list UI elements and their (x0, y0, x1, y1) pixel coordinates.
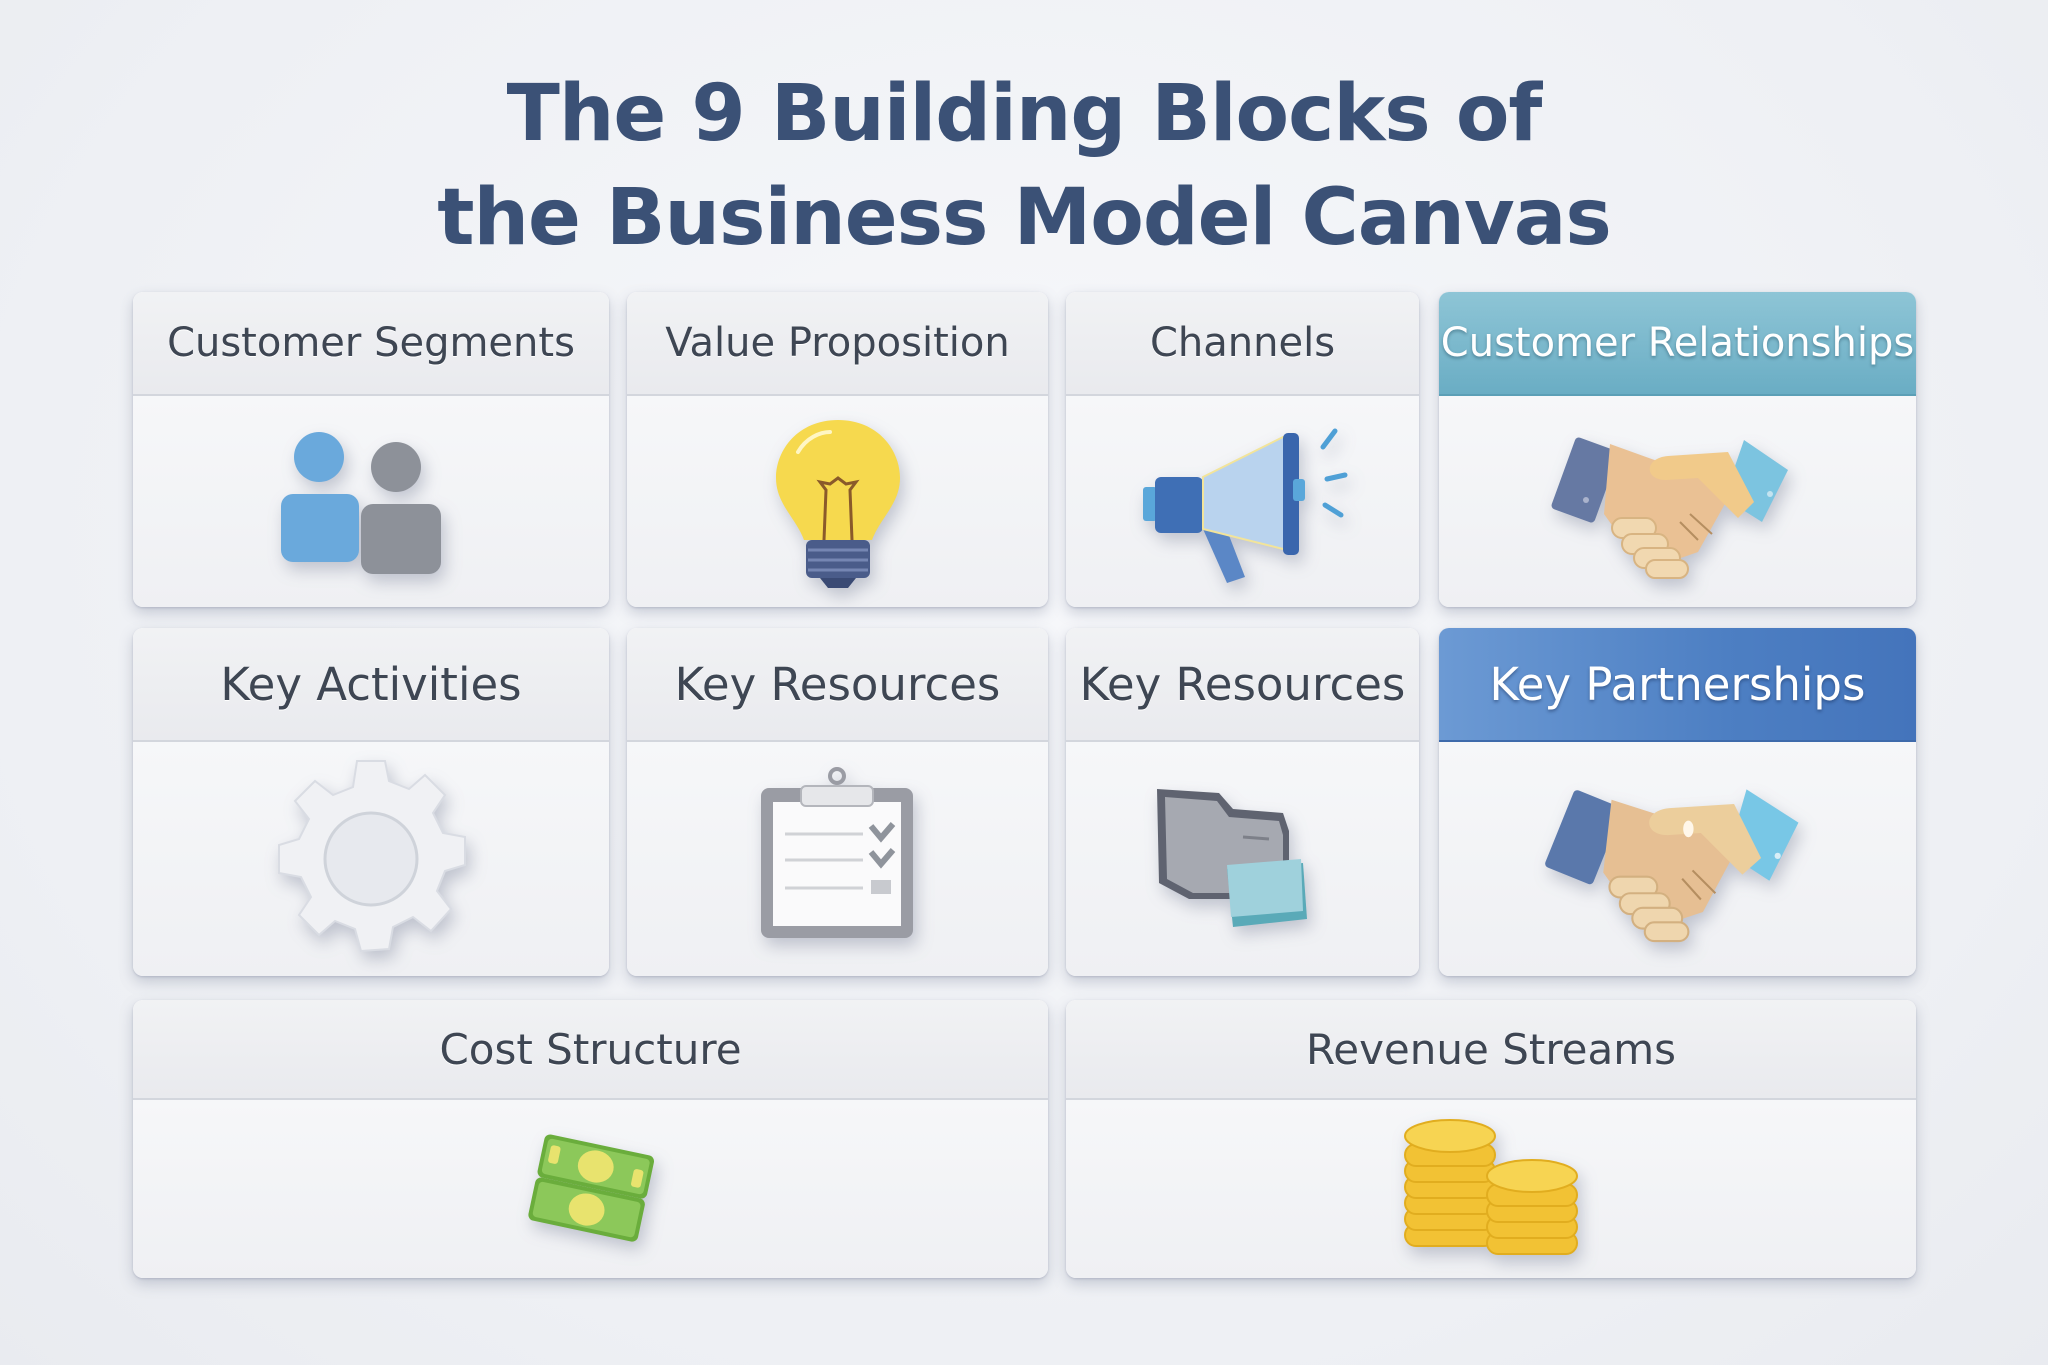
block-customer-segments: Customer Segments (133, 292, 609, 607)
block-label: Value Proposition (627, 292, 1048, 396)
handshake-icon (1544, 789, 1798, 943)
money-bills-icon (527, 1134, 654, 1242)
block-customer-relationships: Customer Relationships (1439, 292, 1916, 607)
block-label: Revenue Streams (1066, 1000, 1916, 1100)
block-label: Channels (1066, 292, 1419, 396)
block-label: Key Resources (627, 628, 1048, 742)
block-revenue-streams: Revenue Streams (1066, 1000, 1916, 1278)
handshake-icon (1551, 437, 1788, 579)
block-key-partnerships: Key Partnerships (1439, 628, 1916, 976)
page-title: The 9 Building Blocks of the Business Mo… (0, 62, 2048, 270)
folders-icon (1156, 789, 1307, 927)
block-cost-structure: Cost Structure (133, 1000, 1048, 1278)
block-label: Key Activities (133, 628, 609, 742)
title-line-2: the Business Model Canvas (437, 173, 1612, 263)
block-key-resources-folders: Key Resources (1066, 628, 1419, 976)
coin-stacks-icon (1404, 1119, 1578, 1255)
clipboard-checklist-icon (760, 767, 913, 938)
block-label: Customer Segments (133, 292, 609, 396)
block-channels: Channels (1066, 292, 1419, 607)
gear-icon (278, 760, 466, 953)
people-icon (281, 431, 441, 574)
title-line-1: The 9 Building Blocks of (506, 69, 1543, 159)
block-key-resources-clipboard: Key Resources (627, 628, 1048, 976)
block-label: Customer Relationships (1439, 292, 1916, 396)
block-key-activities: Key Activities (133, 628, 609, 976)
lightbulb-icon (775, 419, 900, 588)
megaphone-icon (1142, 428, 1347, 583)
block-label: Key Partnerships (1439, 628, 1916, 742)
block-label: Key Resources (1066, 628, 1419, 742)
block-value-proposition: Value Proposition (627, 292, 1048, 607)
block-label: Cost Structure (133, 1000, 1048, 1100)
